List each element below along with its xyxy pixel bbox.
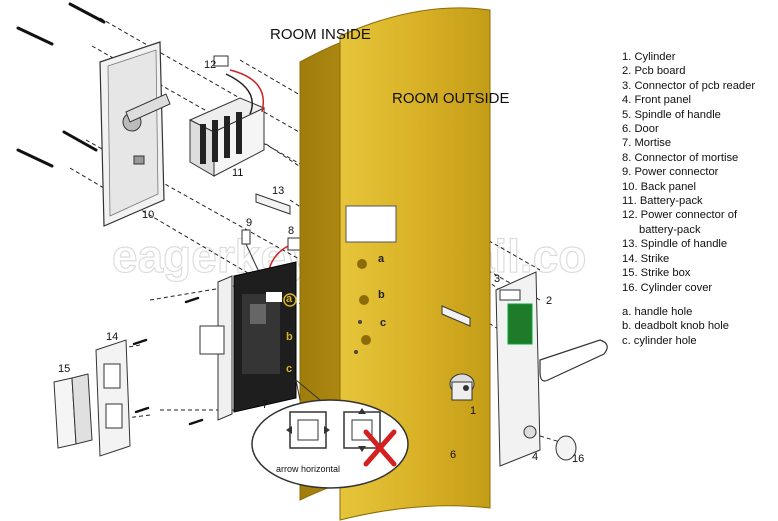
legend-item: battery-pack — [639, 223, 701, 236]
hole-c-label: c — [380, 317, 386, 329]
legend-item: 7. Mortise — [622, 137, 672, 150]
wrong-mark-icon — [363, 429, 397, 467]
battery-pack — [188, 55, 266, 177]
screw-icon — [16, 2, 106, 168]
room-inside-label: ROOM INSIDE — [270, 26, 371, 43]
hole-b-label: b — [378, 289, 385, 301]
legend-item: 9. Power connector — [622, 166, 719, 179]
callout-6: 6 — [450, 449, 456, 461]
callout-9: 9 — [246, 217, 252, 229]
mortise-b-label: b — [286, 331, 293, 343]
mortise-c-label: c — [286, 363, 292, 375]
legend-item: 6. Door — [622, 123, 659, 136]
spindle-piece — [441, 305, 471, 327]
spindle-of-handle — [255, 193, 291, 215]
hole-a-label: a — [378, 253, 385, 265]
callout-12: 12 — [204, 59, 216, 71]
callout-4: 4 — [532, 451, 538, 463]
legend-item: 1. Cylinder — [622, 51, 676, 63]
hole-legend-item: a. handle hole — [622, 305, 693, 318]
callout-7: 7 — [262, 399, 268, 411]
legend-item: 8. Connector of mortise — [622, 151, 739, 164]
callout-15: 15 — [58, 363, 70, 375]
arrow-inset — [251, 379, 409, 489]
mortise — [199, 261, 297, 421]
legend-item: 10. Back panel — [622, 180, 697, 193]
callout-1: 1 — [470, 405, 476, 417]
legend-item: 5. Spindle of handle — [622, 108, 721, 121]
power-connector — [241, 229, 259, 271]
mortise-a-label: a — [286, 293, 293, 305]
legend-item: 2. Pcb board — [622, 65, 686, 78]
legend-item: 12. Power connector of — [622, 209, 738, 222]
strike-box — [53, 373, 93, 449]
legend-item: 15. Strike box — [622, 267, 691, 280]
legend-item: 13. Spindle of handle — [622, 238, 728, 251]
strike — [95, 339, 131, 457]
callout-14: 14 — [106, 331, 118, 343]
legend-item: 14. Strike — [622, 252, 670, 265]
callout-8: 8 — [288, 225, 294, 237]
back-panel — [99, 41, 171, 227]
arrow-note-label: arrow horizontal — [276, 464, 340, 474]
callout-3: 3 — [494, 273, 500, 285]
room-outside-label: ROOM OUTSIDE — [392, 90, 510, 107]
legend-item: 16. Cylinder cover — [622, 281, 713, 294]
callout-11: 11 — [232, 167, 243, 179]
legend-item: 4. Front panel — [622, 94, 692, 107]
front-panel — [495, 271, 608, 467]
cylinder — [449, 373, 475, 401]
legend-item: 11. Battery-pack — [622, 195, 703, 208]
callout-10: 10 — [142, 209, 154, 221]
callout-16: 16 — [572, 453, 584, 465]
cylinder-cover — [555, 435, 577, 461]
parts-legend: 1. Cylinder 2. Pcb board 3. Connector of… — [622, 50, 778, 348]
callout-13: 13 — [272, 185, 284, 197]
legend-item: 3. Connector of pcb reader — [622, 79, 756, 92]
screw-icon — [132, 296, 204, 426]
hole-legend-item: b. deadbolt knob hole — [622, 320, 729, 333]
hole-legend-item: c. cylinder hole — [622, 334, 697, 347]
callout-2: 2 — [546, 295, 552, 307]
